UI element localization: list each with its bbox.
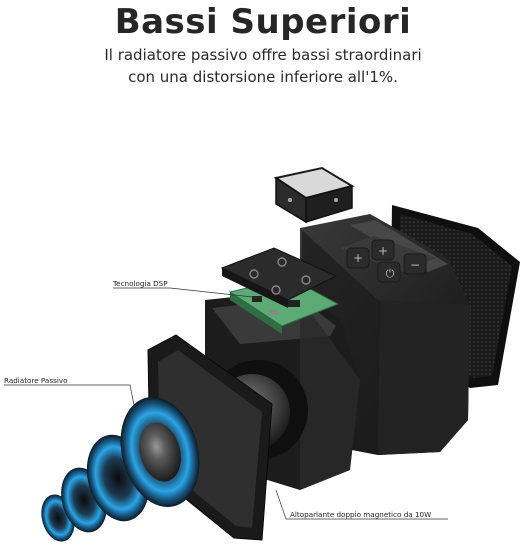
- subtitle-line-2: con una distorsione inferiore all'1%.: [128, 68, 398, 86]
- page-subtitle: Il radiatore passivo offre bassi straord…: [0, 44, 526, 88]
- bass-wave-rings: [41, 397, 200, 542]
- svg-text:+: +: [378, 244, 388, 258]
- svg-text:−: −: [410, 258, 420, 272]
- page-title: Bassi Superiori: [114, 2, 412, 42]
- callout-passive-radiator: Radiatore Passivo: [4, 376, 68, 385]
- top-bracket: [273, 166, 355, 224]
- callout-dual-magnet-speaker: Altoparlante doppio magnetico da 10W: [290, 510, 432, 519]
- callout-dsp-technology: Tecnologia DSP: [113, 279, 168, 288]
- svg-text:+: +: [353, 251, 363, 265]
- callout-lines: [4, 287, 448, 520]
- button-panel: + + ⏻ −: [340, 236, 436, 283]
- svg-text:⏻: ⏻: [386, 267, 395, 280]
- subtitle-line-1: Il radiatore passivo offre bassi straord…: [104, 46, 422, 64]
- internal-cover: [220, 247, 338, 308]
